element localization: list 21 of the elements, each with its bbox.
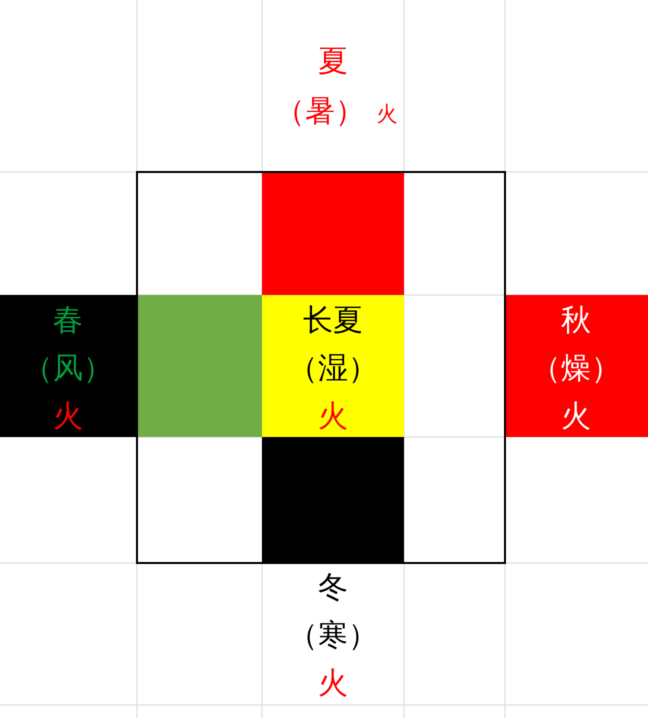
colored-cell (262, 437, 404, 563)
element-label: 火 (561, 402, 591, 432)
colored-cell (137, 295, 262, 437)
season-name: 秋 (561, 306, 591, 336)
season-cell (262, 295, 404, 437)
element-label: 火 (318, 402, 348, 432)
climate-name: （湿） (288, 354, 378, 384)
element-label: 火 (318, 669, 348, 699)
element-label: 火 (53, 402, 83, 432)
climate-name: （燥） (531, 354, 621, 384)
climate-name: （风） (23, 354, 113, 384)
season-name: 冬 (318, 573, 348, 603)
season-name: 长夏 (303, 306, 363, 336)
season-cell (505, 295, 648, 437)
colored-cell (262, 172, 404, 295)
climate-name: （寒） (288, 621, 378, 651)
season-name: 夏 (318, 47, 348, 77)
climate-name: （暑） (275, 97, 365, 127)
element-label: 火 (376, 104, 398, 124)
season-name: 春 (53, 306, 83, 336)
season-cell (0, 295, 137, 437)
